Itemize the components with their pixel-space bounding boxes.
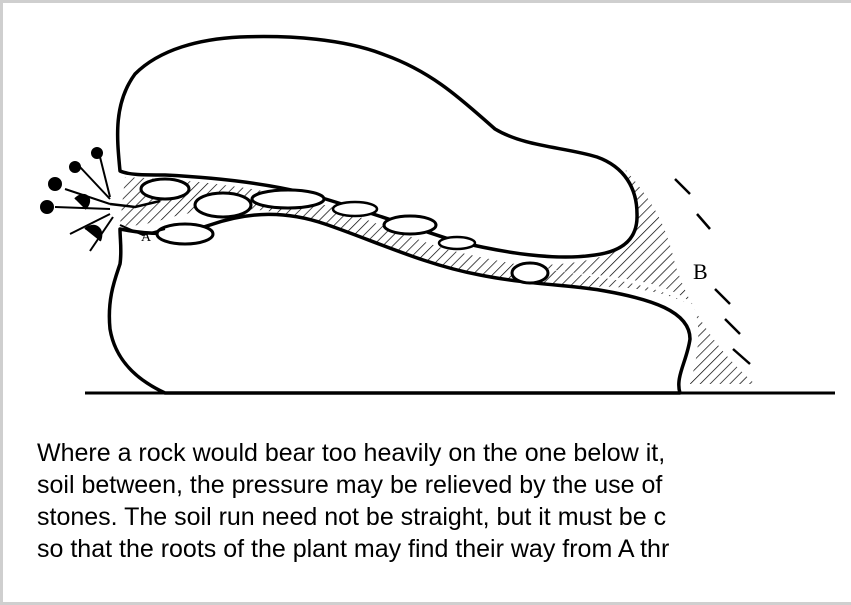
- pebble-2: [195, 193, 251, 217]
- pebble-3: [252, 190, 324, 208]
- caption-text: Where a rock would bear too heavily on t…: [37, 437, 851, 565]
- label-a: A: [141, 230, 152, 245]
- label-b: B: [693, 259, 708, 284]
- pebble-5: [333, 202, 377, 216]
- caption-line: so that the roots of the plant may find …: [37, 533, 851, 565]
- pebble-8: [512, 263, 548, 283]
- caption-line: soil between, the pressure may be reliev…: [37, 469, 851, 501]
- caption-line: stones. The soil run need not be straigh…: [37, 501, 851, 533]
- pebble-6: [384, 216, 436, 234]
- rock-garden-illustration: A B: [25, 29, 835, 401]
- pebble-4: [157, 224, 213, 244]
- illustration-svg: A B: [25, 29, 835, 401]
- pebble-1: [141, 179, 189, 199]
- pebble-7: [439, 237, 475, 249]
- caption-line: Where a rock would bear too heavily on t…: [37, 437, 851, 469]
